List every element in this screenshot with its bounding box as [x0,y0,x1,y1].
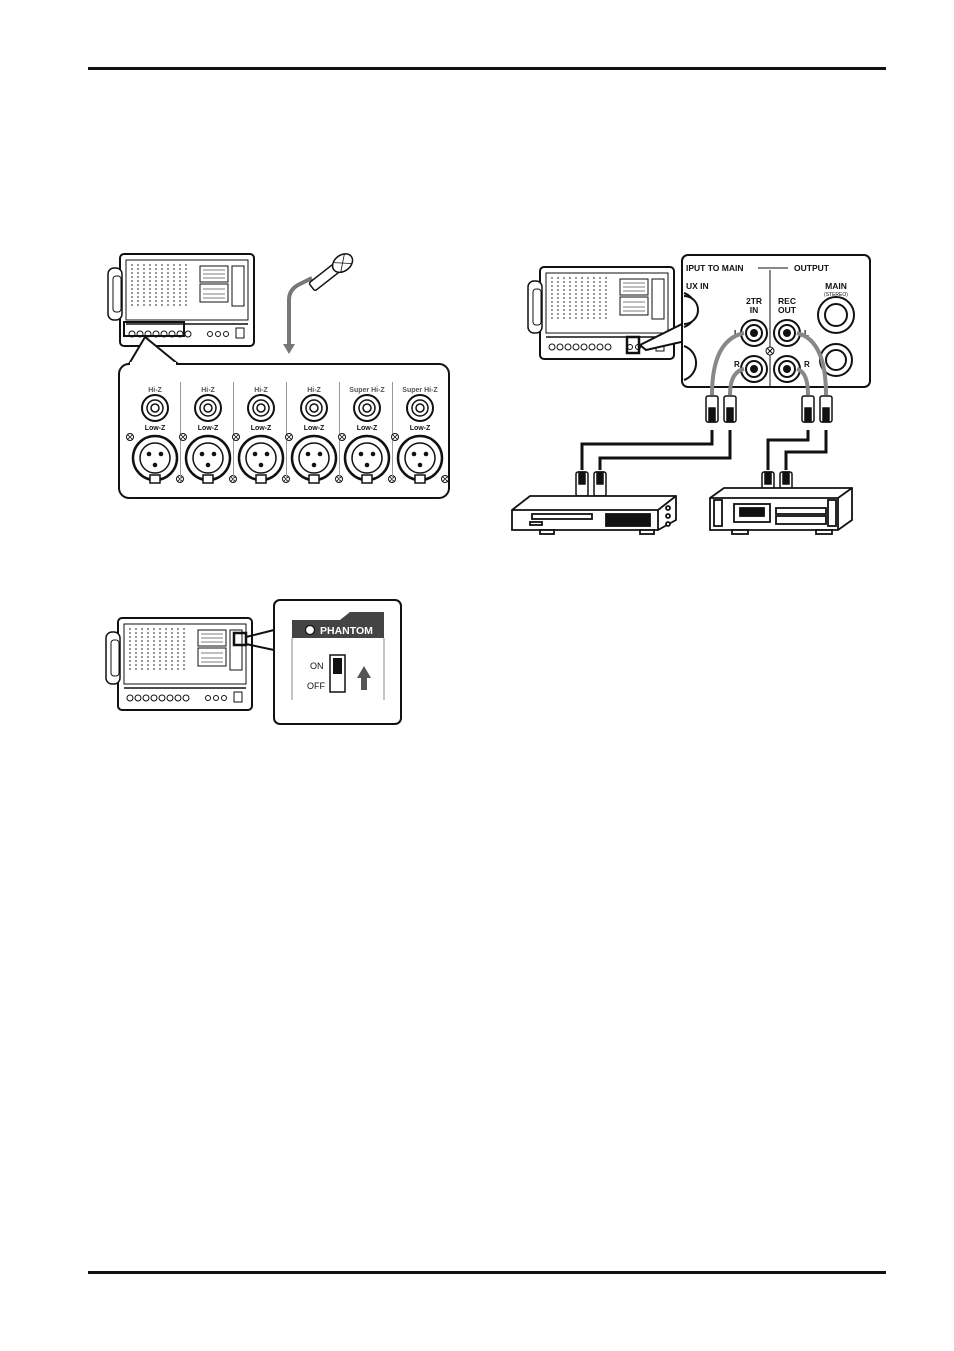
2tr-label: 2TR [746,296,762,306]
main-stereo-label: (STEREO) [824,292,848,298]
hi-z-label: Hi-Z [307,387,321,394]
microphone-icon [283,253,354,354]
input-jack-pair: Hi-Z Low-Z [231,387,291,485]
header-rule [88,67,886,70]
input-jack-pair: Super Hi-Z Low-Z [337,387,397,485]
phantom-title: PHANTOM [320,625,373,637]
low-z-label: Low-Z [145,425,166,432]
hi-z-label: Super Hi-Z [349,387,385,394]
main-label: MAIN [825,281,847,291]
low-z-label: Low-Z [304,425,325,432]
phantom-on-label: ON [310,661,324,671]
low-z-label: Low-Z [198,425,219,432]
input-to-main-label: IPUT TO MAIN [686,263,743,273]
hi-z-label: Super Hi-Z [402,387,438,394]
mixer-top-panel-thumbnail-3 [105,617,253,711]
aux-in-label: UX IN [686,281,709,291]
rca-jacks [740,319,801,383]
phantom-off-label: OFF [307,681,325,691]
output-label: OUTPUT [794,263,830,273]
cd-player-icon [511,495,677,535]
input-jack-pair: Hi-Z Low-Z [178,387,238,485]
input-jack-pair: Hi-Z Low-Z [125,387,185,485]
highlight-inputs [123,321,185,337]
cassette-deck-icon [709,487,853,535]
rec-label: REC [778,296,796,306]
2tr-right-label: R [734,360,740,369]
hi-z-label: Hi-Z [254,387,268,394]
2tr-in-label: IN [750,305,759,315]
highlight-phantom [232,631,248,647]
phantom-header [292,612,384,638]
arrow-up-icon [357,666,371,690]
phantom-switch-knob [333,658,342,674]
cables [710,331,828,396]
rec-right-label: R [804,360,810,369]
hi-z-label: Hi-Z [201,387,215,394]
hi-z-label: Hi-Z [148,387,162,394]
phantom-led-icon [304,624,316,636]
footer-rule [88,1271,886,1274]
input-jack-pair: Hi-Z Low-Z [284,387,344,485]
low-z-label: Low-Z [357,425,378,432]
low-z-label: Low-Z [251,425,272,432]
input-jack-pair: Super Hi-Z Low-Z [390,387,450,485]
rec-out-label: OUT [778,305,797,315]
low-z-label: Low-Z [410,425,431,432]
rec-left-label: L [804,329,809,338]
